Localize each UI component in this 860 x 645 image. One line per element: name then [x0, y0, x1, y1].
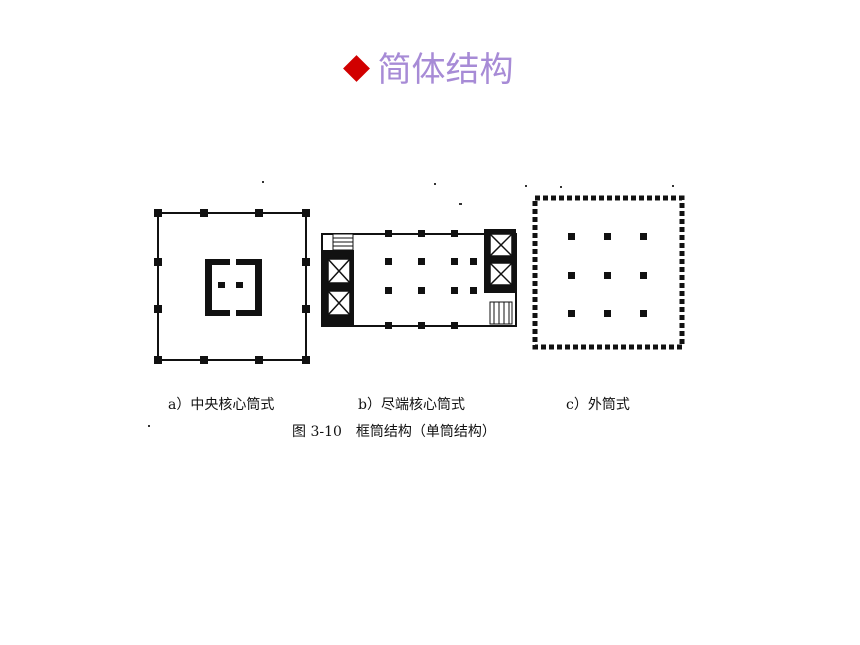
plan-c-outer-tube	[532, 195, 685, 350]
caption-b: b）尽端核心筒式	[358, 397, 465, 413]
scan-noise	[148, 181, 674, 427]
caption-c: c）外筒式	[566, 397, 630, 413]
plan-a-central-core	[154, 209, 310, 364]
plan-b-end-core	[321, 229, 517, 329]
slide-title-text: 简体结构	[377, 50, 514, 90]
caption-a: a）中央核心筒式	[168, 397, 275, 413]
figure-caption: 图 3-10 框筒结构（单筒结构）	[292, 424, 496, 440]
slide-title: 简体结构	[0, 48, 860, 92]
